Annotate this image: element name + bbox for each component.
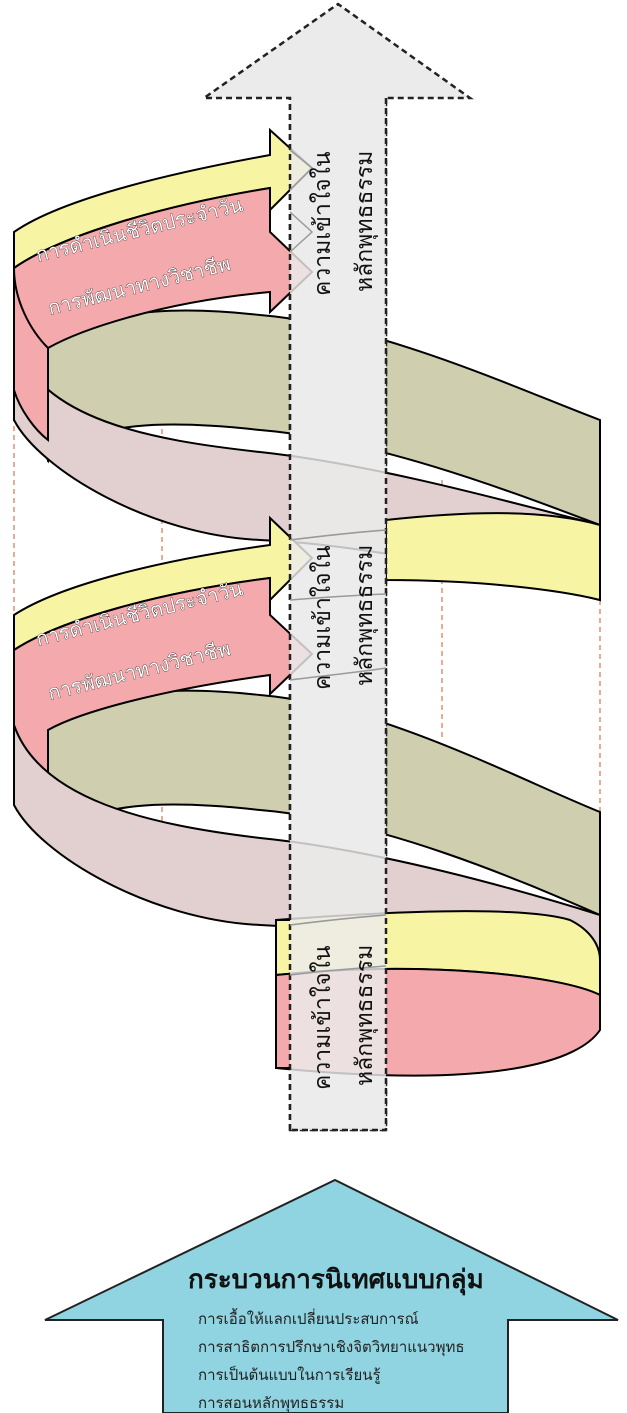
ribbon-bottom-edge [275, 919, 290, 1069]
center-label-understanding-3: ความเข้าใจใน [309, 945, 336, 1090]
base-arrow-item: การเอื้อให้แลกเปลี่ยนประสบการณ์ [198, 1308, 419, 1328]
ribbon-cross-lines [289, 149, 387, 976]
center-label-understanding-1: ความเข้าใจใน [309, 151, 336, 296]
base-arrow-title: กระบวนการนิเทศแบบกลุ่ม [188, 1265, 484, 1296]
base-arrow-item: การเป็นต้นแบบในการเรียนรู้ [198, 1365, 381, 1384]
center-bar-overlay [290, 98, 386, 1130]
base-arrow-item: การสาธิตการปรึกษาเชิงจิตวิทยาแนวพุทธ [198, 1338, 465, 1357]
center-label-dhamma-3: หลักพุทธธรรม [352, 945, 378, 1086]
center-bar-outline [288, 98, 388, 1132]
ribbon-yellow-mid-right [385, 512, 601, 602]
base-arrow [44, 1178, 619, 1413]
ribbon-pink-top-side [12, 267, 49, 443]
center-label-dhamma-1: หลักพุทธธรรม [352, 151, 378, 292]
center-label-dhamma-2: หลักพุทธธรรม [352, 545, 378, 686]
base-arrow-item: การสอนหลักพุทธธรรม [198, 1394, 344, 1413]
center-label-understanding-2: ความเข้าใจใน [309, 545, 336, 690]
